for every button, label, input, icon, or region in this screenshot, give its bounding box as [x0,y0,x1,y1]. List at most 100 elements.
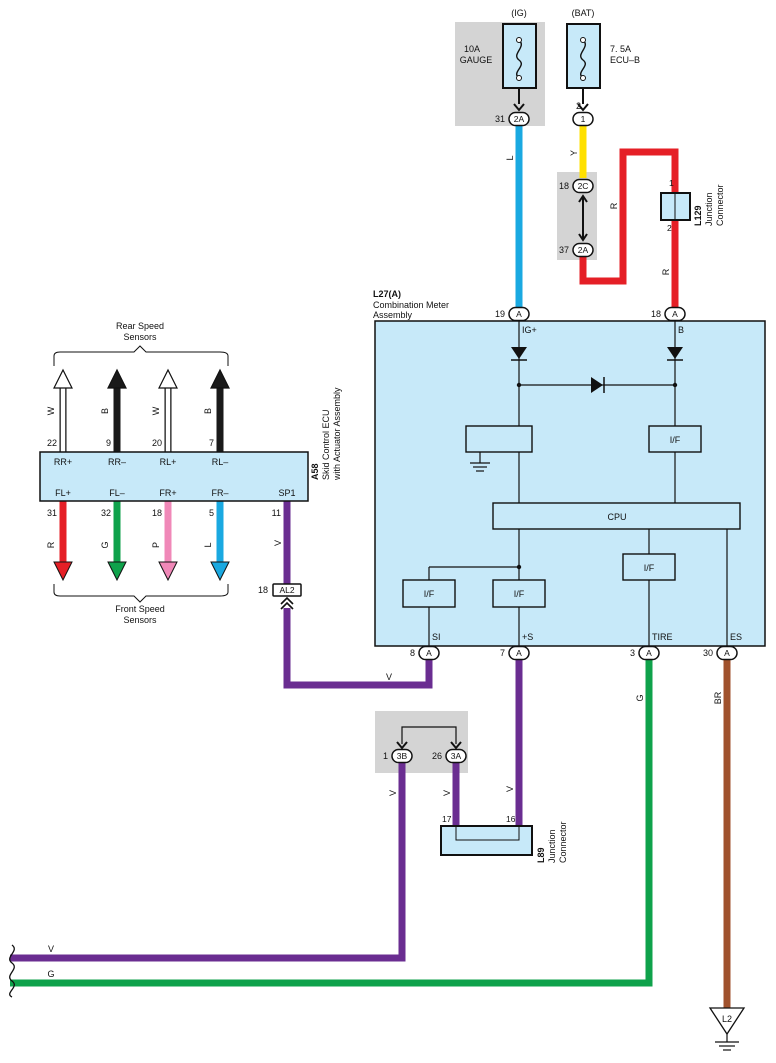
conn-bat-1 [572,111,594,127]
meter-pin-si-pin-num: 8 [410,648,415,658]
meter-pin-plus-s-pin-num: 7 [500,648,505,658]
junction-dot [516,564,522,570]
diode-icon [511,347,527,359]
connector-arrow-icon [396,741,408,750]
sensor-wire-label: G [100,541,110,548]
chassis-ground-icon [470,462,490,472]
wire-label-v-sp1: V [273,540,283,546]
l129-code: L129 [693,205,703,226]
fuse-element-icon [580,39,586,79]
meter-pin-si [418,645,440,661]
conn-2a-label: 2A [578,245,589,255]
sensor-wire-label: P [151,542,161,548]
sensor-arrow-icon [158,368,178,389]
l89-code: L89 [536,847,546,863]
diode-icon [667,347,683,359]
conn-ig-2a-pin-num: 31 [495,114,505,124]
meter-code: L27(A) [373,289,401,299]
rear-sensors-label: Rear Speed [116,321,164,331]
wire-label-r2: R [661,268,671,275]
meter-name-line2: Assembly [373,310,413,320]
conn-3b-label: 3B [397,751,408,761]
l89-line1: Junction [547,829,557,863]
meter-pin-label-b: B [678,325,684,335]
wire-v-3b-left [10,763,406,962]
meter-cpu-label: CPU [607,512,626,522]
wire-label-v-3b: V [388,790,398,796]
ecu-pin-num: 7 [209,438,214,448]
ig-fuse-name: GAUGE [460,55,493,65]
ground-l2: L2 [708,1007,746,1051]
conn-3a-label: 3A [451,751,462,761]
wire-label-y: Y [569,150,579,156]
sensor-wire-label-group: B [203,408,213,414]
meter-pin-label-ig: IG+ [522,325,537,335]
meter-pin-b-pin-num: 18 [651,309,661,319]
wire-label-g-tire: G [635,694,645,701]
sensor-wire-label: B [203,408,213,414]
sensor-wire-label-group: L [203,542,213,547]
meter-pin-tire-label: A [646,648,652,658]
conn-2c-pin-num: 18 [559,181,569,191]
sensor-arrow-icon [107,561,127,582]
meter-if-block-si [402,579,456,608]
bat-fuse-rating: 7. 5A [610,44,631,54]
connector-arrow-icon [578,233,588,242]
wire-break-icon [9,944,15,998]
sensor-arrow-icon [210,368,230,389]
sensor-wire-label-group: W [46,406,56,415]
ecu-pin-num: 11 [272,508,281,518]
rear-sensors-label-2: Sensors [123,332,157,342]
sensor-wire-label: W [46,406,56,415]
ecu-pin-label: RR+ [54,457,72,467]
wire-v-al2-si [283,608,433,689]
sensor-wire-label-group: R [46,541,56,548]
ecu-pin-num: 22 [47,438,57,448]
connector-arrow-icon [577,103,589,112]
ecu-pin-num: 31 [47,508,57,518]
meter-pin-si-label: A [426,648,432,658]
l129-line1: Junction [704,192,714,226]
meter-pin-b [664,306,686,322]
wire-r-b [579,148,679,308]
ecu-pin-label: RL+ [160,457,177,467]
al2-pin-num: 18 [258,585,268,595]
meter-if-block-b [648,425,702,453]
ig-fuse-rating: 10A [464,44,480,54]
front-sensors-label-2: Sensors [123,615,157,625]
conn-bat-1-label: 1 [581,114,586,124]
meter-pin-ig-pin-num: 19 [495,309,505,319]
fuse-terminal-icon [580,75,586,81]
sensor-wire-label-group: P [151,542,161,548]
l89-pin-right: 16 [506,814,516,824]
l89-pin-left: 17 [442,814,452,824]
ecu-pin-label: FL– [109,488,125,498]
connector-arrow-icon [513,103,525,112]
meter-pin-es-pin-num: 30 [703,648,713,658]
ecu-name-line2: with Actuator Assembly [332,387,342,481]
meter-cpu-block [492,502,741,530]
meter-if-block-s [492,579,546,608]
wire-g-tire-left [10,660,653,987]
sensor-wire-label: L [203,542,213,547]
al2-connector [272,583,302,597]
ecu-pin-label: SP1 [278,488,295,498]
ecu-pin-num: 5 [209,508,214,518]
junction-dot [516,382,522,388]
sensor-arrow-icon [158,561,178,582]
wires [10,126,731,1008]
l89-line2: Connector [558,821,568,863]
rear-sensor-bracket [53,345,229,366]
conn-3a-pin-num: 26 [432,751,442,761]
meter-pin-tire [638,645,660,661]
ecu-pin-num: 18 [152,508,162,518]
fuse-terminal-icon [516,75,522,81]
sensor-wire-label: R [46,541,56,548]
conn-2c-label: 2C [578,181,589,191]
bat-fuse-name: ECU–B [610,55,640,65]
meter-power-block [465,425,533,453]
ecu-pin-num: 9 [106,438,111,448]
conn-2a [572,242,594,258]
